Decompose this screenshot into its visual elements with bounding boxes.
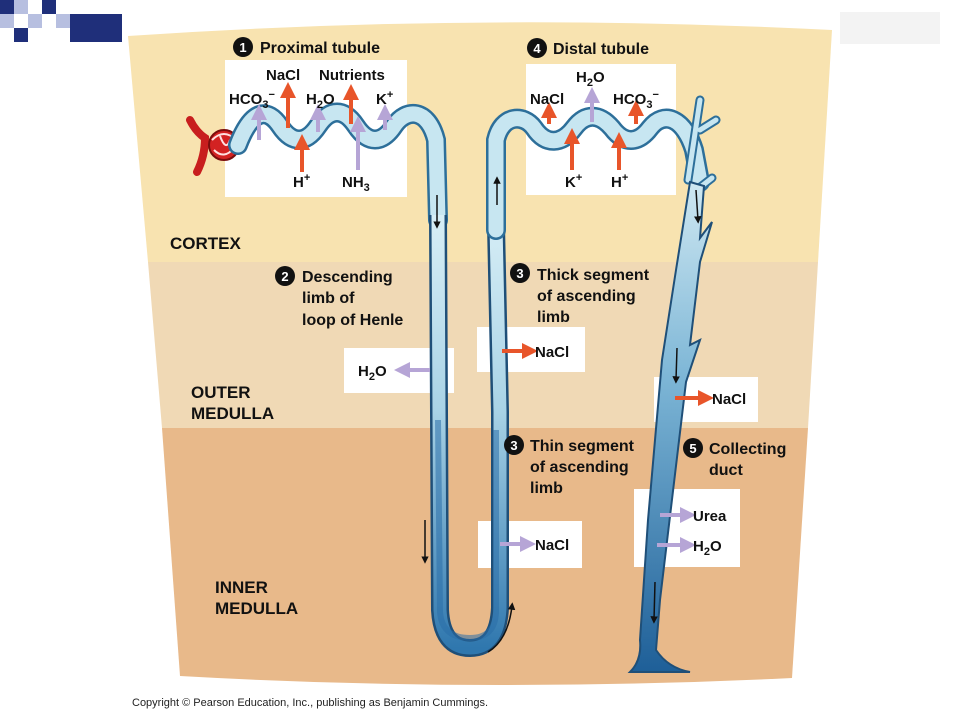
cortex-label: CORTEX [170, 234, 242, 253]
duct-nacl-label: NaCl [712, 391, 746, 408]
svg-text:H+: H+ [611, 172, 628, 191]
svg-text:NaCl: NaCl [266, 67, 300, 84]
svg-text:limb: limb [530, 480, 563, 497]
thick-segment-label: Thick segment of ascending limb [537, 267, 650, 326]
svg-text:H2O: H2O [576, 69, 605, 89]
transport-arrows [251, 82, 714, 553]
svg-text:3: 3 [510, 438, 517, 453]
svg-text:H+: H+ [293, 172, 310, 191]
svg-text:Thin segment: Thin segment [530, 438, 635, 455]
svg-text:MEDULLA: MEDULLA [191, 404, 274, 423]
svg-text:K+: K+ [376, 89, 393, 108]
svg-text:loop of Henle: loop of Henle [302, 312, 403, 329]
svg-text:H2O: H2O [306, 91, 335, 111]
svg-text:5: 5 [689, 441, 696, 456]
svg-text:Collecting: Collecting [709, 441, 786, 458]
copyright-notice: Copyright © Pearson Education, Inc., pub… [132, 697, 489, 709]
svg-text:NaCl: NaCl [530, 91, 564, 108]
svg-text:K+: K+ [565, 172, 582, 191]
svg-text:Nutrients: Nutrients [319, 67, 385, 84]
distal-chemicals: H2O NaCl HCO3− K+ H+ [530, 69, 659, 191]
svg-text:of ascending: of ascending [530, 459, 629, 476]
distal-tubule-label: Distal tubule [553, 41, 649, 58]
svg-text:1: 1 [239, 40, 246, 55]
svg-text:3: 3 [516, 266, 523, 281]
proximal-chemicals: NaCl Nutrients HCO3− H2O K+ H+ NH3 [229, 67, 393, 194]
svg-text:4: 4 [533, 41, 541, 56]
svg-text:NH3: NH3 [342, 174, 370, 194]
corner-logo [0, 0, 122, 42]
svg-text:HCO3−: HCO3− [613, 89, 659, 111]
proximal-tubule-label: Proximal tubule [260, 40, 380, 57]
urea-label: Urea [693, 508, 727, 525]
inner-medulla-label: INNER MEDULLA [215, 578, 298, 618]
svg-text:HCO3−: HCO3− [229, 89, 275, 111]
svg-text:Thick segment: Thick segment [537, 267, 650, 284]
thin-nacl-label: NaCl [535, 537, 569, 554]
svg-text:2: 2 [281, 269, 288, 284]
svg-text:of ascending: of ascending [537, 288, 636, 305]
svg-text:Descending: Descending [302, 269, 393, 286]
section-badges: 1 4 2 3 3 5 [233, 37, 703, 458]
collecting-duct-label: Collecting duct [709, 441, 786, 479]
thick-nacl-label: NaCl [535, 344, 569, 361]
svg-text:limb of: limb of [302, 290, 355, 307]
flow-arrows [421, 176, 702, 653]
outer-medulla-label: OUTER MEDULLA [191, 383, 274, 423]
svg-text:MEDULLA: MEDULLA [215, 599, 298, 618]
duct-h2o-label: H2O [693, 538, 722, 558]
svg-text:limb: limb [537, 309, 570, 326]
faded-corner-box [840, 12, 940, 44]
desc-h2o-label: H2O [358, 363, 387, 383]
svg-text:OUTER: OUTER [191, 383, 251, 402]
svg-text:INNER: INNER [215, 578, 268, 597]
thin-segment-label: Thin segment of ascending limb [530, 438, 635, 497]
descending-limb-label: Descending limb of loop of Henle [302, 269, 403, 329]
collecting-duct [627, 95, 721, 673]
svg-text:duct: duct [709, 462, 743, 479]
